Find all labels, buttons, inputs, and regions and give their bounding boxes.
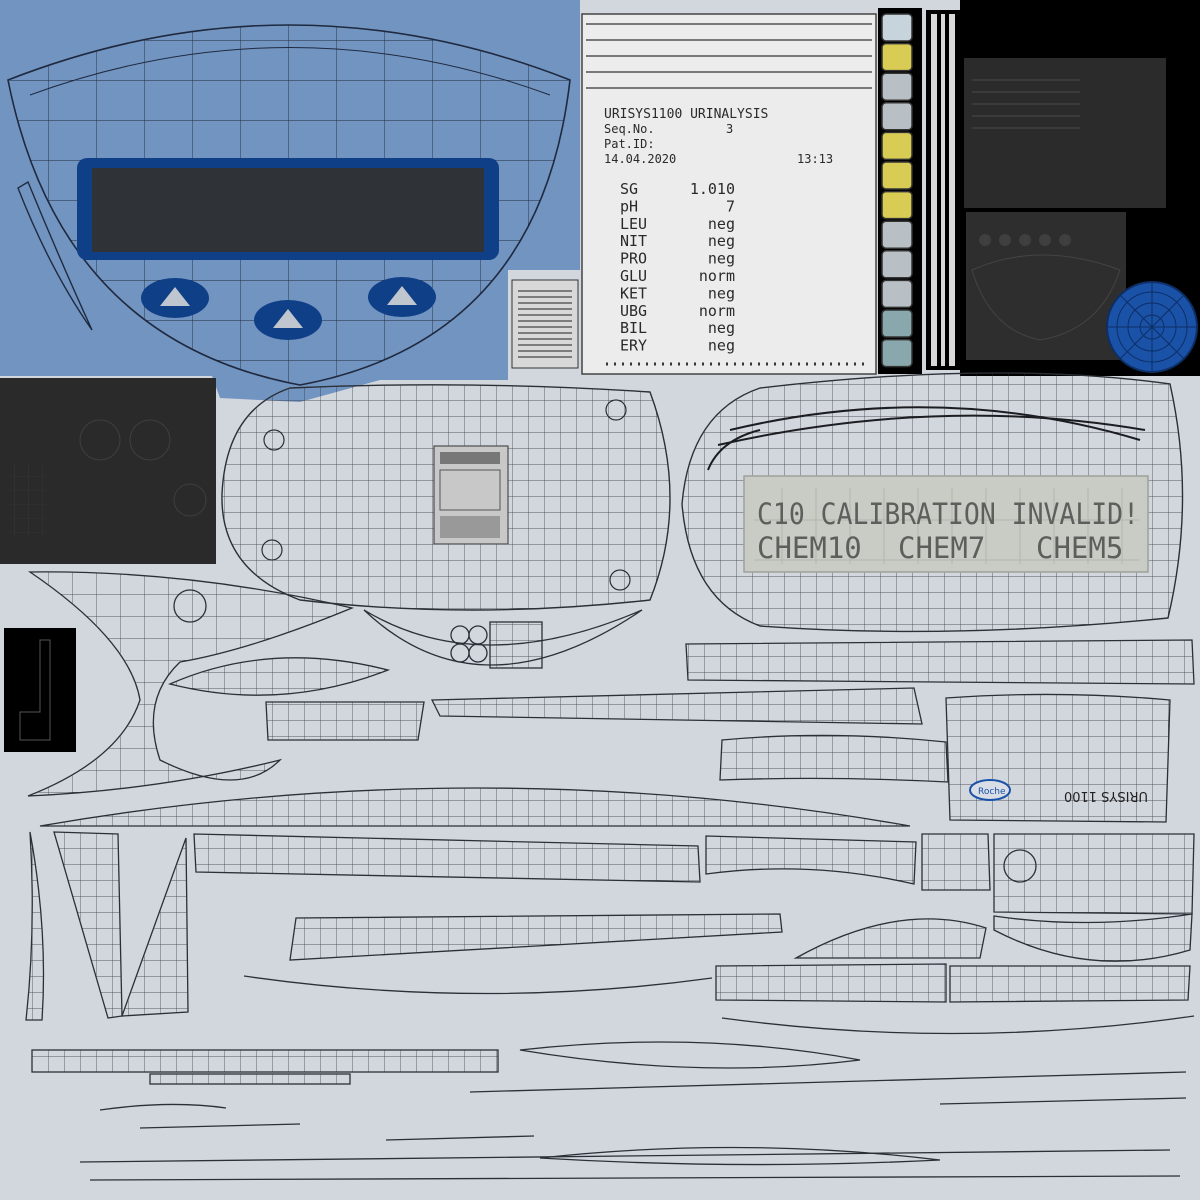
result-param: SG bbox=[620, 180, 638, 198]
strip-pad bbox=[881, 250, 913, 279]
small-circles bbox=[450, 625, 488, 663]
model-text: URISYS 1100 bbox=[1064, 788, 1148, 803]
result-param: UBG bbox=[620, 302, 647, 320]
strip-pad bbox=[881, 190, 913, 220]
printout-date: 14.04.2020 bbox=[604, 152, 676, 166]
strip-pad bbox=[881, 42, 913, 72]
triangle-up-icon bbox=[273, 309, 303, 328]
rear-dots bbox=[979, 234, 1071, 246]
test-strip-texture bbox=[878, 8, 922, 374]
display-window bbox=[92, 168, 484, 252]
edge-text: Roche URISYS 1100 bbox=[978, 787, 1148, 803]
result-value: 1.010 bbox=[690, 180, 735, 198]
result-value: neg bbox=[708, 337, 735, 355]
triangle-up-icon bbox=[387, 286, 417, 305]
result-value: neg bbox=[708, 284, 735, 302]
uv-islands bbox=[25, 571, 1195, 1181]
strip-pad bbox=[881, 72, 913, 101]
lcd-line-2-item-3: CHEM5 bbox=[1036, 531, 1123, 565]
top-shell-uv: C10 CALIBRATION INVALID! CHEM10 CHEM7 CH… bbox=[681, 372, 1184, 633]
roche-logo-icon bbox=[969, 779, 1011, 801]
printout-time: 13:13 bbox=[797, 152, 833, 166]
lcd-line-2-item-2: CHEM7 bbox=[898, 531, 985, 565]
strip-pad bbox=[881, 102, 913, 131]
lcd-line-2-item-1: CHEM10 bbox=[757, 531, 862, 565]
vent-grille bbox=[511, 279, 579, 369]
result-param: GLU bbox=[620, 267, 647, 285]
bottom-panel-texture bbox=[0, 378, 216, 752]
result-value: 7 bbox=[726, 197, 735, 215]
result-param: PRO bbox=[620, 250, 647, 268]
result-param: KET bbox=[620, 284, 647, 302]
printout-paper: URISYS1100 URINALYSIS Seq.No. 3 Pat.ID: … bbox=[581, 13, 877, 375]
strip-pad bbox=[881, 309, 913, 338]
strip-pad bbox=[881, 338, 913, 368]
printout-patient-label: Pat.ID: bbox=[604, 137, 655, 151]
speaker-disc bbox=[1106, 281, 1198, 373]
strip-pad bbox=[881, 279, 913, 309]
result-value: neg bbox=[708, 232, 735, 250]
panel-buttons bbox=[141, 277, 436, 340]
front-panel-texture bbox=[0, 0, 580, 402]
result-param: pH bbox=[620, 197, 638, 215]
strip-slot bbox=[926, 10, 960, 370]
result-param: NIT bbox=[620, 232, 647, 250]
brand-text: Roche bbox=[978, 787, 1006, 797]
strip-pad bbox=[881, 161, 913, 190]
result-value: norm bbox=[699, 267, 735, 285]
result-value: neg bbox=[708, 215, 735, 233]
result-param: BIL bbox=[620, 319, 647, 337]
printout-seq-label: Seq.No. bbox=[604, 122, 655, 136]
result-value: neg bbox=[708, 250, 735, 268]
printout-title: URISYS1100 URINALYSIS bbox=[604, 107, 768, 122]
lcd-screen: C10 CALIBRATION INVALID! CHEM10 CHEM7 CH… bbox=[743, 475, 1149, 573]
result-param: ERY bbox=[620, 337, 647, 355]
result-value: neg bbox=[708, 319, 735, 337]
result-param: LEU bbox=[620, 215, 647, 233]
triangle-up-icon bbox=[160, 287, 190, 306]
bottom-shell-uv bbox=[221, 384, 671, 611]
printout-seq-value: 3 bbox=[726, 122, 733, 136]
strip-pad bbox=[881, 13, 913, 42]
result-value: norm bbox=[699, 302, 735, 320]
strip-pad bbox=[881, 220, 913, 249]
strip-pad bbox=[881, 131, 913, 161]
lcd-line-1: C10 CALIBRATION INVALID! bbox=[757, 497, 1139, 531]
